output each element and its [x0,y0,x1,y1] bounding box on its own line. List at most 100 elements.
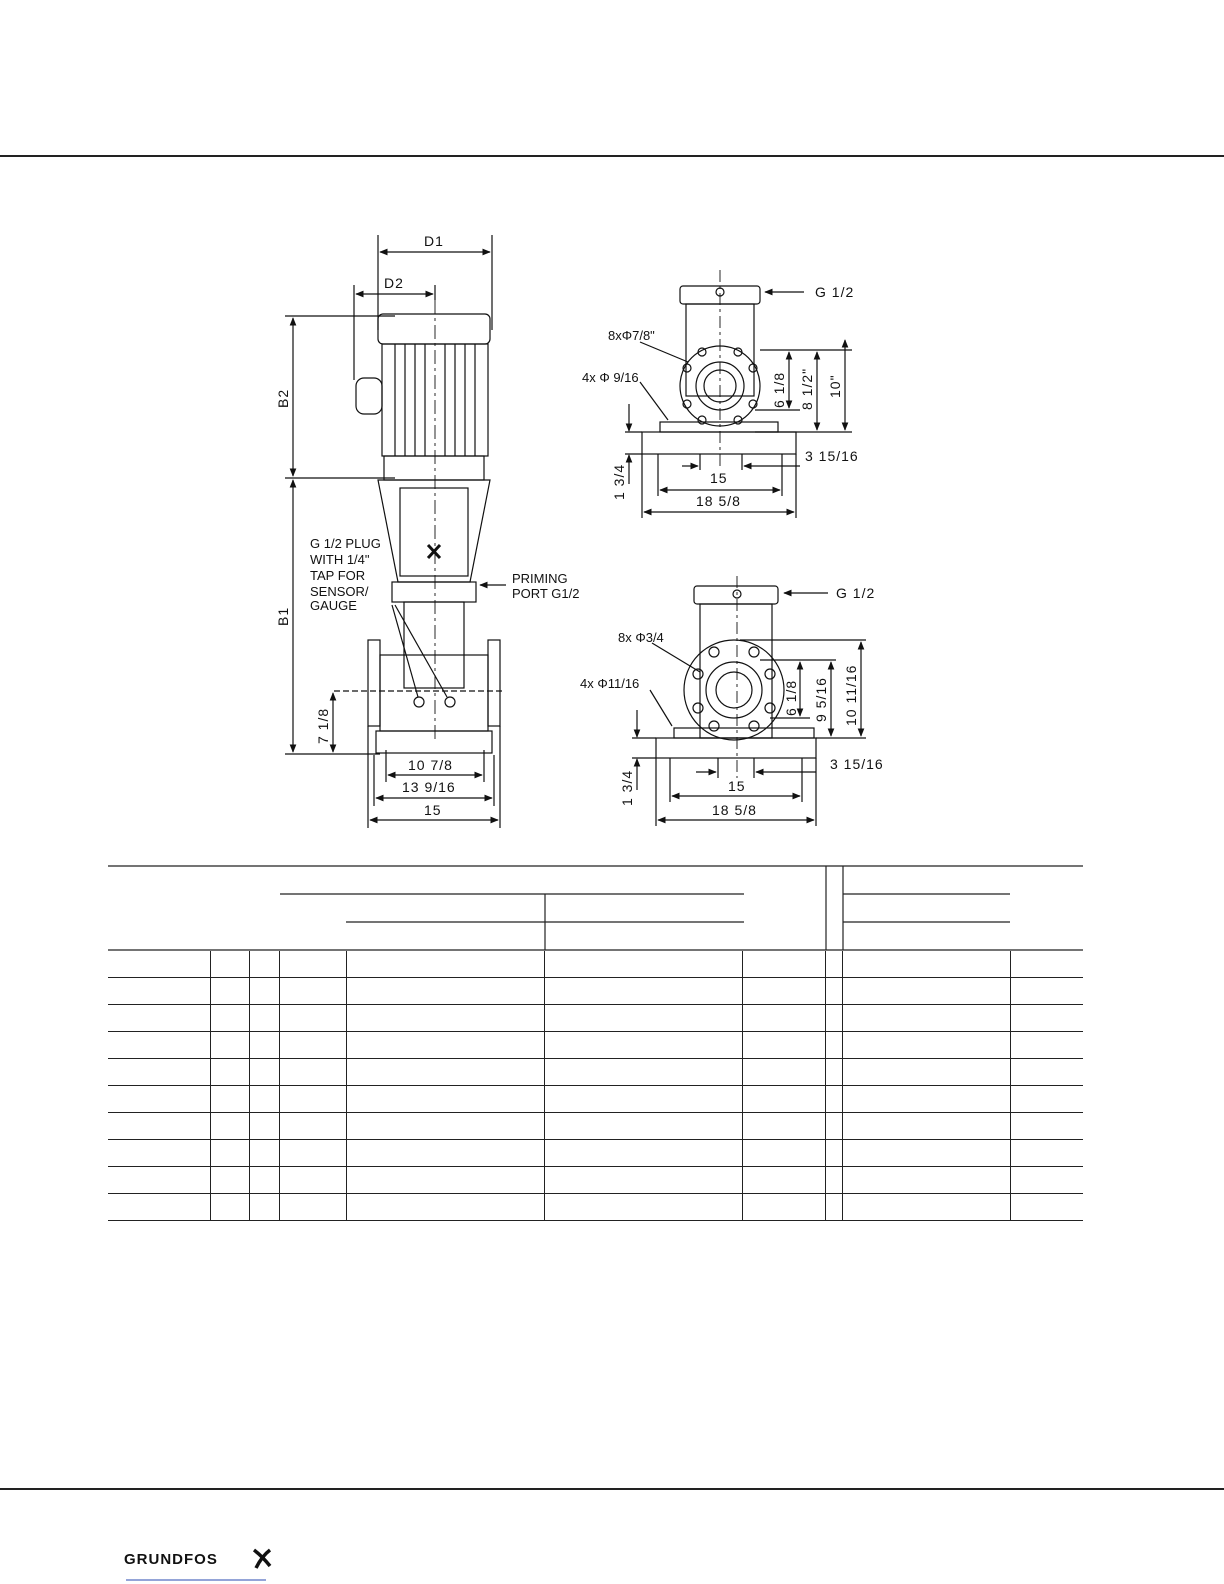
spec-table [108,951,1083,1221]
table-cell [741,1085,825,1113]
table-cell [278,1166,346,1194]
table-cell [278,1058,346,1086]
table-cell [108,1112,210,1140]
top-flange-holes: 8xΦ7/8" [608,328,655,343]
top-dim-1-3-4: 1 3/4 [611,464,627,500]
bottom-dim-15: 15 [728,778,746,794]
table-cell [741,977,825,1005]
bottom-base-holes: 4x Φ11/16 [580,676,639,691]
dim-b2: B2 [275,389,291,408]
table-cell [248,1193,279,1221]
table-cell [1009,1004,1083,1032]
table-cell [841,1193,1010,1221]
table-cell [1009,977,1083,1005]
top-dim-10: 10" [827,374,843,398]
table-cell [841,951,1010,978]
table-cell [824,1085,842,1113]
table-cell [209,1193,249,1221]
table-cell [345,1112,544,1140]
table-cell [543,1031,742,1059]
table-cell [278,1004,346,1032]
bottom-dim-6-1-8: 6 1/8 [783,680,799,716]
table-cell [209,1085,249,1113]
table-cell [824,1031,842,1059]
table-cell [841,1058,1010,1086]
table-cell [841,977,1010,1005]
table-row [108,1004,1083,1032]
table-row [108,1112,1083,1140]
bottom-flange-holes: 8x Φ3/4 [618,630,664,645]
table-cell [824,977,842,1005]
table-cell [248,977,279,1005]
top-dim-3-15-16: 3 15/16 [805,448,859,464]
bottom-dim-3-15-16: 3 15/16 [830,756,884,772]
table-cell [209,977,249,1005]
table-cell [543,1058,742,1086]
table-cell [248,1139,279,1167]
table-cell [741,951,825,978]
table-cell [209,951,249,978]
table-cell [278,1085,346,1113]
table-cell [248,1004,279,1032]
top-base-holes: 4x Φ 9/16 [582,370,639,385]
table-row [108,1085,1083,1113]
table-row [108,1193,1083,1221]
table-cell [1009,1058,1083,1086]
grundfos-emblem-icon [426,543,442,560]
table-cell [108,1139,210,1167]
table-cell [543,951,742,978]
table-cell [248,1085,279,1113]
table-cell [108,1193,210,1221]
table-cell [345,1004,544,1032]
table-cell [741,1031,825,1059]
table-cell [248,951,279,978]
table-cell [345,1166,544,1194]
table-cell [1009,1112,1083,1140]
table-cell [741,1058,825,1086]
dim-d2: D2 [384,275,404,291]
table-cell [278,1139,346,1167]
top-g-label: G 1/2 [815,284,854,300]
table-cell [741,1004,825,1032]
table-cell [841,1085,1010,1113]
table-cell [345,1193,544,1221]
table-cell [841,1166,1010,1194]
table-cell [248,1112,279,1140]
table-row [108,1166,1083,1194]
table-cell [209,1058,249,1086]
table-cell [345,1031,544,1059]
table-cell [278,977,346,1005]
priming-label-line2: PORT G1/2 [512,586,579,601]
table-cell [209,1004,249,1032]
table-cell [824,1139,842,1167]
table-cell [1009,1193,1083,1221]
table-cell [543,1085,742,1113]
plug-label-line4: SENSOR/ [310,584,369,599]
table-row [108,1139,1083,1167]
dim-10-7-8: 10 7/8 [408,757,453,773]
table-cell [1009,1139,1083,1167]
table-cell [108,1004,210,1032]
bottom-dim-10-11-16: 10 11/16 [843,665,859,726]
table-cell [108,1058,210,1086]
table-cell [543,1004,742,1032]
plug-label-line1: G 1/2 PLUG [310,536,381,551]
dim-15: 15 [424,802,442,818]
dim-7-1-8: 7 1/8 [315,708,331,744]
table-cell [345,951,544,978]
table-cell [108,1166,210,1194]
table-cell [345,1058,544,1086]
table-cell [108,1085,210,1113]
table-row [108,1031,1083,1059]
table-cell [543,1193,742,1221]
table-cell [741,1193,825,1221]
table-cell [1009,1085,1083,1113]
table-cell [278,1112,346,1140]
dim-d1: D1 [424,233,444,249]
table-cell [209,1166,249,1194]
dim-b1: B1 [275,607,291,626]
table-cell [278,1031,346,1059]
plug-label-line2: WITH 1/4" [310,552,370,567]
table-cell [1009,951,1083,978]
table-cell [824,951,842,978]
